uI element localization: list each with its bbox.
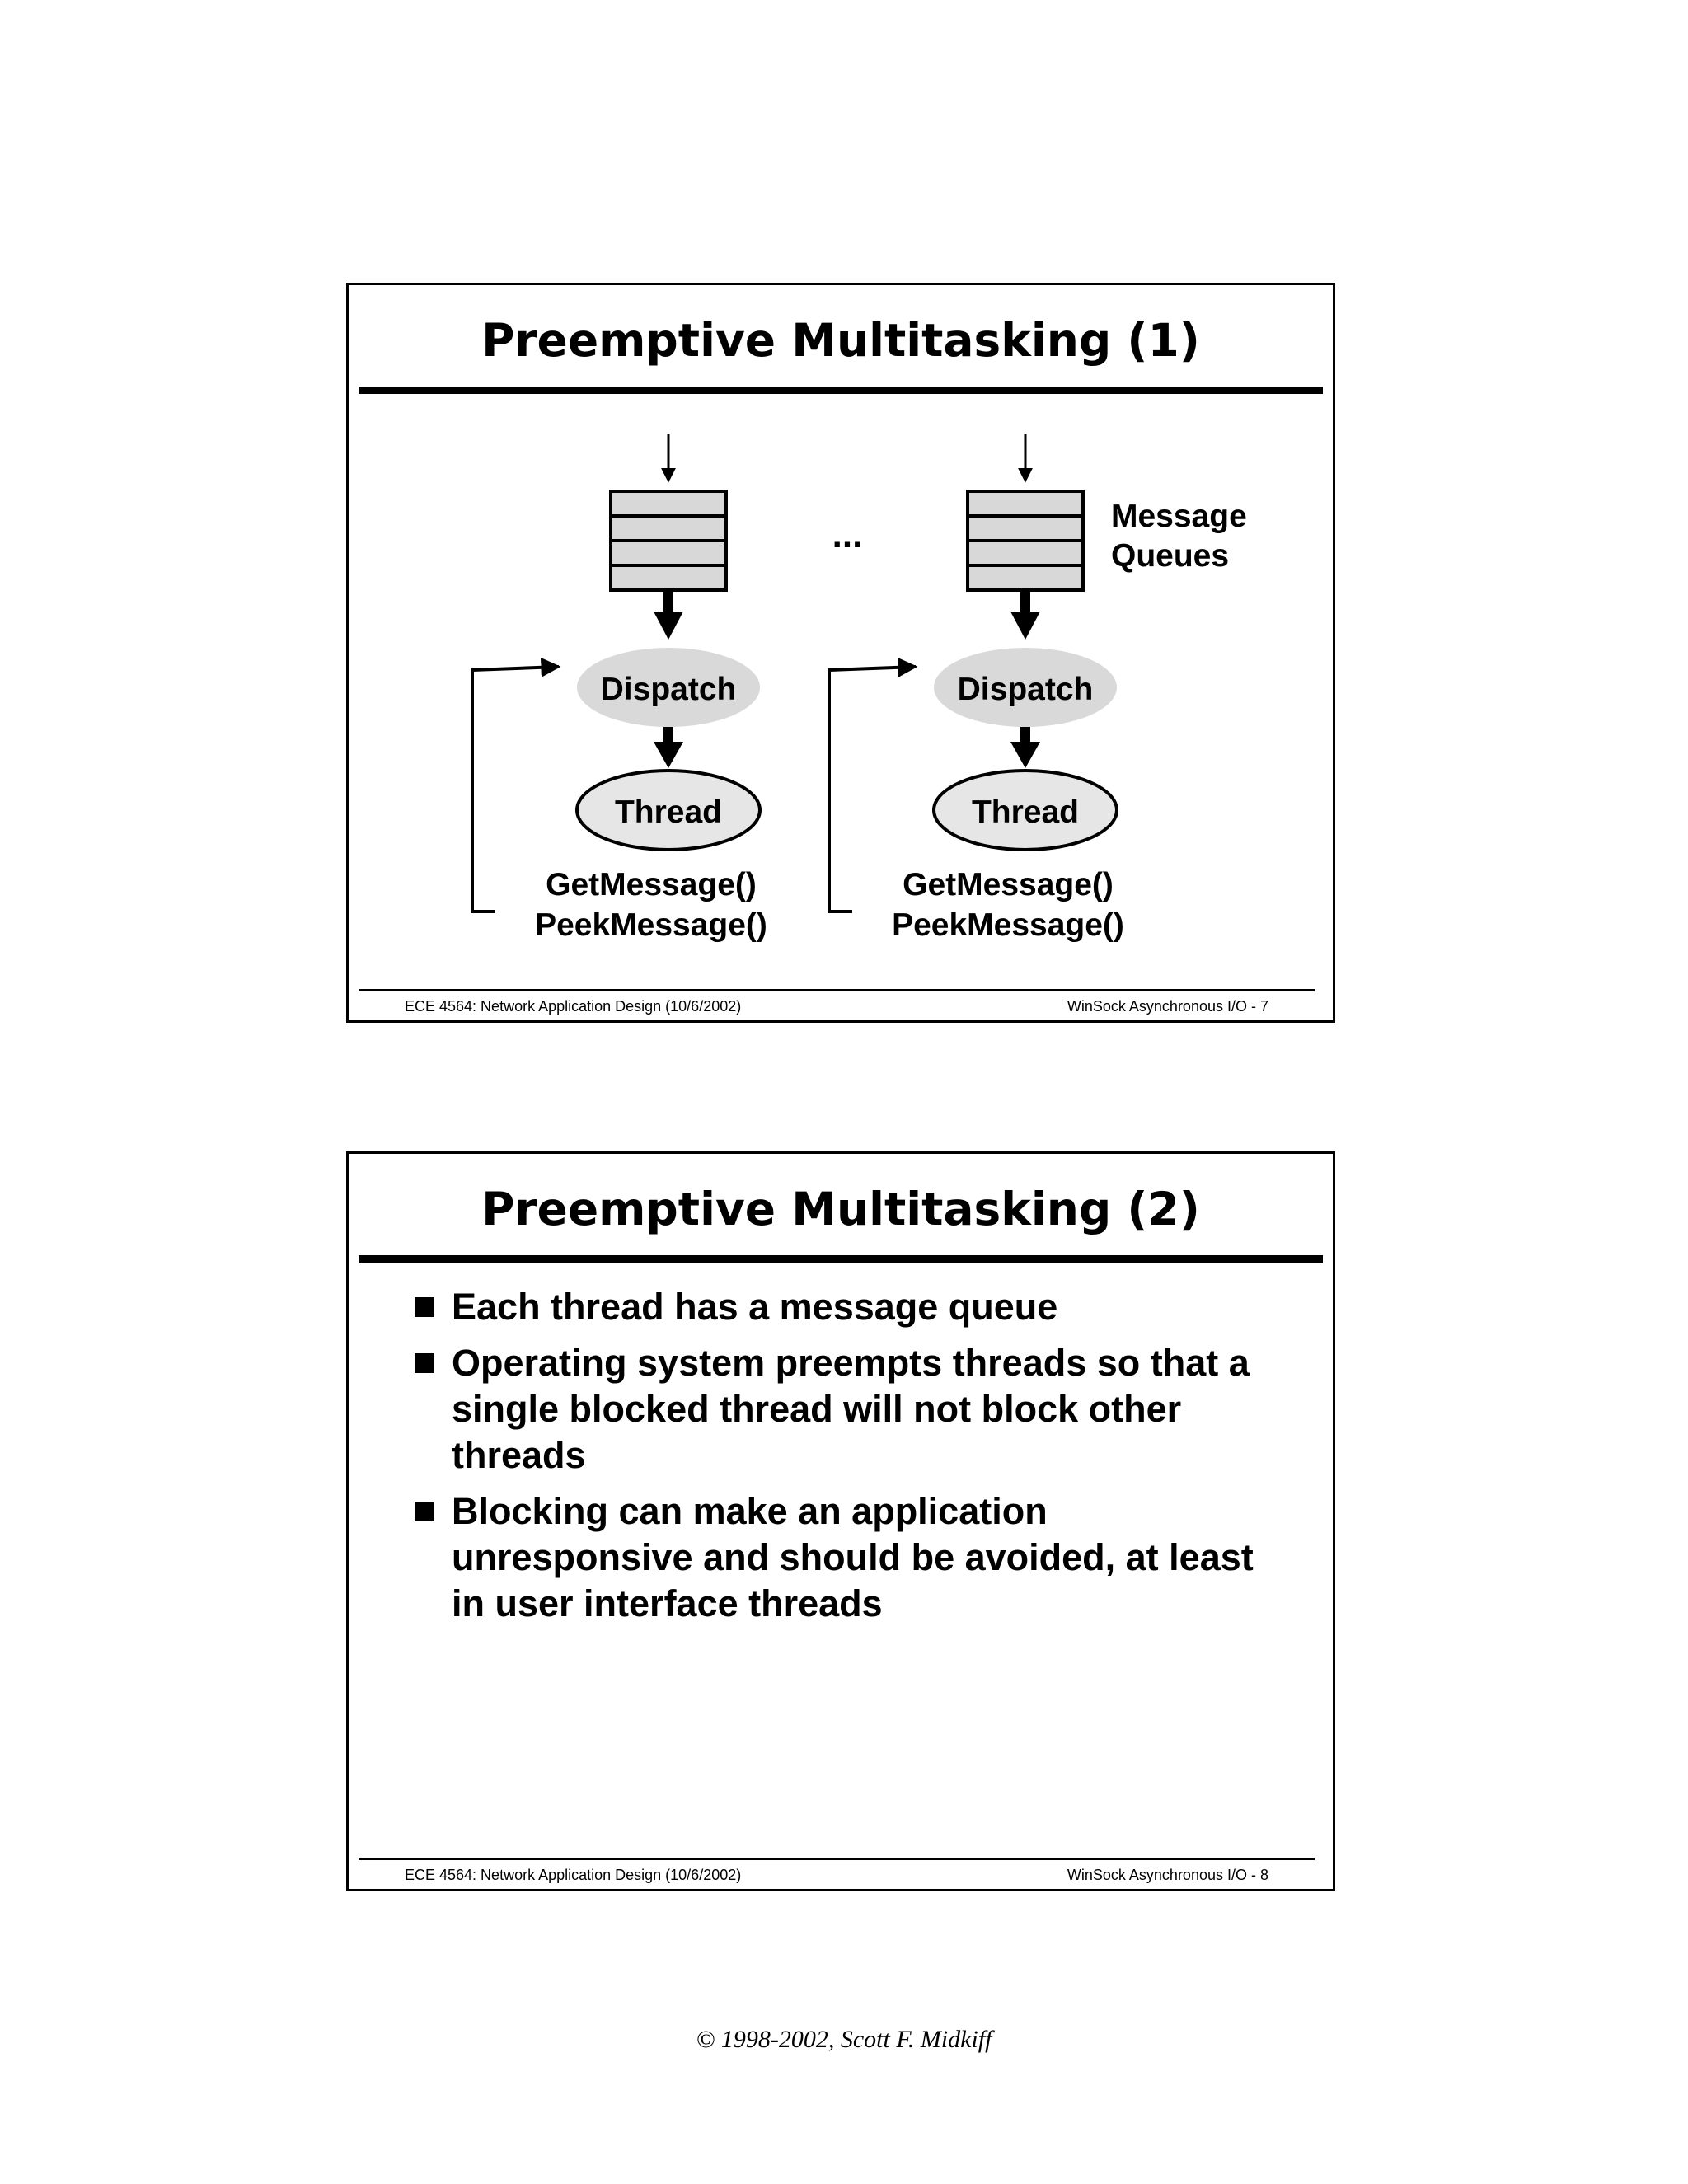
footer-course: ECE 4564: Network Application Design (10…	[405, 998, 742, 1015]
footer-page: WinSock Asynchronous I/O - 7	[1067, 998, 1268, 1015]
bullet-item: Each thread has a message queue	[415, 1284, 1272, 1330]
dispatch-node	[577, 648, 760, 727]
dispatch-node	[934, 648, 1117, 727]
square-bullet-icon	[415, 1502, 434, 1521]
message-queue-icon	[966, 490, 1085, 592]
message-queues-label-line1: Message	[1111, 499, 1247, 534]
square-bullet-icon	[415, 1297, 434, 1317]
bullet-text: Each thread has a message queue	[452, 1286, 1058, 1328]
queue-column-right: Dispatch Thread GetMessage() PeekMessage…	[828, 434, 1124, 943]
message-dispatch-diagram: Dispatch Thread GetMessage() PeekMessage…	[471, 434, 1247, 943]
slide-title: Preemptive Multitasking (2)	[481, 1183, 1200, 1235]
slide-title: Preemptive Multitasking (1)	[481, 314, 1200, 367]
slide-1: Preemptive Multitasking (1) Dispatch	[346, 283, 1335, 1023]
title-rule	[359, 1255, 1323, 1263]
loop-arrow	[828, 657, 918, 913]
thread-node	[575, 769, 762, 851]
ellipsis: ...	[832, 515, 863, 555]
footer-course: ECE 4564: Network Application Design (10…	[405, 1867, 742, 1883]
getmessage-label: GetMessage()	[546, 867, 757, 902]
slide-2: Preemptive Multitasking (2) Each thread …	[346, 1151, 1335, 1891]
dispatch-label: Dispatch	[601, 672, 737, 707]
thread-label: Thread	[972, 794, 1079, 830]
peekmessage-label: PeekMessage()	[892, 907, 1124, 943]
bullet-text: Blocking can make an application unrespo…	[452, 1490, 1254, 1624]
thread-label: Thread	[615, 794, 722, 830]
dispatch-label: Dispatch	[958, 672, 1094, 707]
bullet-text: Operating system preempts threads so tha…	[452, 1342, 1250, 1476]
bullet-list: Each thread has a message queue Operatin…	[415, 1284, 1272, 1637]
footer-rule	[359, 989, 1315, 991]
getmessage-label: GetMessage()	[903, 867, 1114, 902]
footer-page: WinSock Asynchronous I/O - 8	[1067, 1867, 1268, 1883]
square-bullet-icon	[415, 1353, 434, 1373]
message-queues-label-line2: Queues	[1111, 538, 1229, 574]
title-rule	[359, 387, 1323, 394]
loop-arrow	[471, 657, 561, 913]
queue-column-left: Dispatch Thread GetMessage() PeekMessage…	[471, 434, 767, 943]
peekmessage-label: PeekMessage()	[535, 907, 767, 943]
message-queue-icon	[609, 490, 728, 592]
bullet-item: Operating system preempts threads so tha…	[415, 1340, 1272, 1479]
thread-node	[932, 769, 1118, 851]
bullet-item: Blocking can make an application unrespo…	[415, 1488, 1272, 1627]
copyright-notice: © 1998-2002, Scott F. Midkiff	[696, 2026, 992, 2053]
footer-rule	[359, 1858, 1315, 1860]
